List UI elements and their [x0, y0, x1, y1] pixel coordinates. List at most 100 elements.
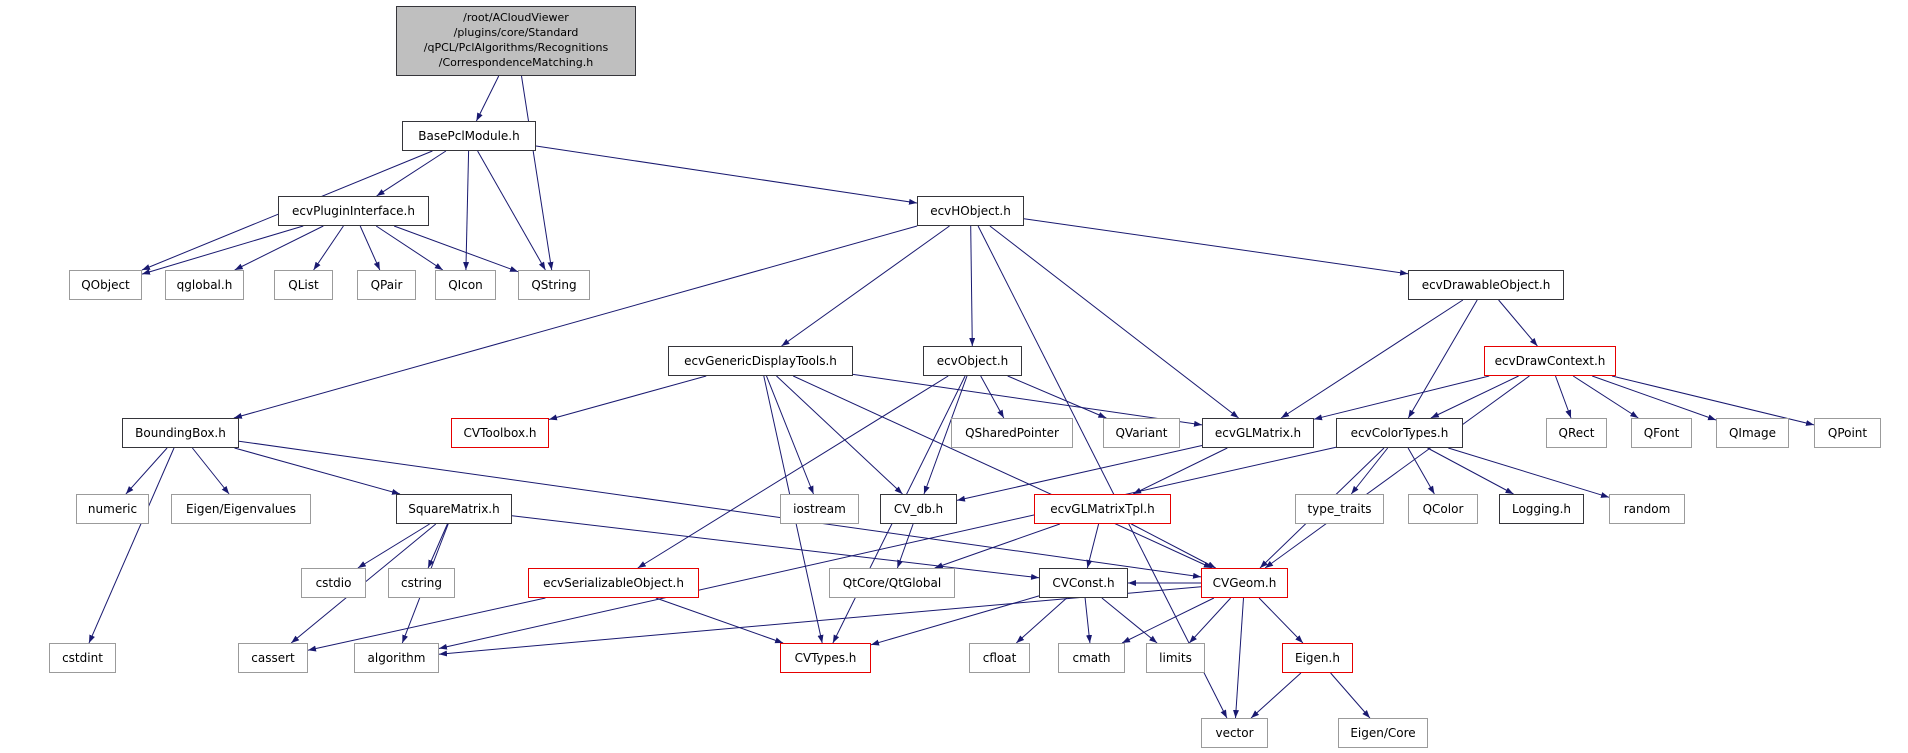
include-edge-root-basepcl [475, 75, 500, 122]
include-edge-plugin-qicon [375, 225, 444, 271]
include-edge-root-qstring [521, 75, 554, 271]
include-edge-hobject-vector [977, 225, 1228, 719]
include-edge-gendisp-iostream [766, 375, 814, 495]
include-edge-hobject-drawable [1023, 218, 1409, 276]
include-edge-ecvobject-qvariant [1007, 375, 1107, 419]
include-edge-colortypes-logging [1427, 447, 1514, 495]
include-edge-cvconst-cmath [1084, 597, 1093, 644]
node-cvdb[interactable]: CV_db.h [880, 494, 957, 524]
node-cvconst[interactable]: CVConst.h [1039, 568, 1128, 598]
include-edge-basepcl-qicon [463, 150, 470, 271]
node-qrect: QRect [1546, 418, 1607, 448]
node-iostream: iostream [780, 494, 859, 524]
include-edge-cvgeom-cmath [1121, 597, 1215, 644]
node-qpair: QPair [357, 270, 416, 300]
node-plugin[interactable]: ecvPluginInterface.h [278, 196, 429, 226]
node-sqmatrix[interactable]: SquareMatrix.h [396, 494, 512, 524]
node-logging[interactable]: Logging.h [1499, 494, 1584, 524]
include-edge-drawable-colortypes [1407, 299, 1478, 419]
node-serializable[interactable]: ecvSerializableObject.h [528, 568, 699, 598]
include-edge-drawctx-colortypes [1430, 375, 1519, 419]
node-cstring: cstring [388, 568, 455, 598]
node-glmatrix[interactable]: ecvGLMatrix.h [1202, 418, 1314, 448]
include-edge-gendisp-cvdb [776, 375, 903, 495]
node-random: random [1609, 494, 1685, 524]
include-edge-cvconst-limits [1101, 597, 1158, 644]
include-edge-eigenh-eigencore [1330, 672, 1371, 719]
include-edge-colortypes-qcolor [1407, 447, 1435, 495]
node-bbox[interactable]: BoundingBox.h [122, 418, 239, 448]
node-cvtypes[interactable]: CVTypes.h [780, 643, 871, 673]
node-qsharedptr: QSharedPointer [951, 418, 1073, 448]
include-edge-glmatrix-cvdb [956, 445, 1203, 502]
node-typetraits: type_traits [1295, 494, 1384, 524]
include-edge-cvgeom-vector [1233, 597, 1244, 719]
node-eigenh[interactable]: Eigen.h [1282, 643, 1353, 673]
include-edge-cvgeom-eigenh [1258, 597, 1304, 644]
include-edge-plugin-qpair [359, 225, 381, 271]
include-edge-cvgeom-algorithm [438, 586, 1202, 657]
include-edge-sqmatrix-cstring [427, 523, 448, 569]
include-edge-plugin-qobject [141, 225, 304, 275]
node-cstdio: cstdio [301, 568, 366, 598]
include-edge-bbox-cvgeom [238, 440, 1202, 579]
include-edge-colortypes-random [1448, 447, 1610, 498]
include-edge-bbox-eigvals [192, 447, 230, 495]
include-edge-hobject-bbox [233, 225, 918, 419]
node-root: /root/ACloudViewer /plugins/core/Standar… [396, 6, 636, 76]
include-edge-glmatrix-glmatrixtpl [1132, 447, 1228, 495]
include-edge-plugin-qlist [313, 225, 344, 271]
include-edge-hobject-glmatrix [989, 225, 1239, 419]
include-edge-ecvobject-qsharedptr [980, 375, 1005, 419]
include-edge-glmatrixtpl-qtglobal [934, 523, 1060, 569]
node-cmath: cmath [1058, 643, 1125, 673]
include-edge-drawable-glmatrix [1280, 299, 1464, 419]
node-drawable[interactable]: ecvDrawableObject.h [1408, 270, 1564, 300]
include-edge-bbox-numeric [125, 447, 168, 495]
include-edge-sqmatrix-cstdio [357, 523, 430, 569]
include-edge-drawctx-qfont [1572, 375, 1639, 419]
include-edge-drawable-drawctx [1498, 299, 1538, 347]
include-edge-serializable-cvtypes [655, 597, 784, 644]
node-cfloat: cfloat [969, 643, 1030, 673]
node-drawctx[interactable]: ecvDrawContext.h [1484, 346, 1616, 376]
include-edge-basepcl-plugin [376, 150, 447, 197]
include-edge-gendisp-cvgeom [792, 375, 1213, 569]
node-glmatrixtpl[interactable]: ecvGLMatrixTpl.h [1034, 494, 1171, 524]
node-qfont: QFont [1631, 418, 1692, 448]
include-edge-gendisp-cvtoolbox [548, 375, 707, 421]
node-algorithm: algorithm [354, 643, 439, 673]
include-edge-ecvobject-serializable [637, 375, 949, 569]
include-edge-cvconst-cfloat [1015, 597, 1068, 644]
include-edge-drawctx-qrect [1555, 375, 1572, 419]
include-edge-hobject-gendisp [781, 225, 950, 347]
include-edge-hobject-ecvobject [969, 225, 976, 347]
node-cstdint: cstdint [49, 643, 116, 673]
node-gendisp[interactable]: ecvGenericDisplayTools.h [668, 346, 853, 376]
include-edge-basepcl-hobject [535, 145, 918, 205]
include-edge-plugin-qglobal [234, 225, 324, 271]
node-ecvobject[interactable]: ecvObject.h [923, 346, 1022, 376]
node-qvariant: QVariant [1103, 418, 1180, 448]
include-edge-drawctx-glmatrix [1313, 375, 1490, 421]
node-qpoint: QPoint [1814, 418, 1881, 448]
node-qcolor: QColor [1408, 494, 1478, 524]
node-qimage: QImage [1716, 418, 1789, 448]
node-limits: limits [1146, 643, 1205, 673]
include-edge-drawctx-qimage [1592, 375, 1717, 421]
node-cvtoolbox[interactable]: CVToolbox.h [451, 418, 549, 448]
include-edge-colortypes-typetraits [1350, 447, 1389, 495]
node-cvgeom[interactable]: CVGeom.h [1201, 568, 1288, 598]
node-basepcl[interactable]: BasePclModule.h [402, 121, 536, 151]
include-edge-serializable-cassert [307, 597, 546, 652]
include-edge-bbox-sqmatrix [234, 447, 401, 495]
include-edge-glmatrixtpl-cvconst [1086, 523, 1100, 569]
node-colortypes[interactable]: ecvColorTypes.h [1336, 418, 1463, 448]
node-qobject: QObject [69, 270, 142, 300]
include-edge-colortypes-algorithm [438, 446, 1337, 650]
include-edge-cvgeom-limits [1188, 597, 1232, 644]
node-qtglobal: QtCore/QtGlobal [829, 568, 955, 598]
node-qglobal: qglobal.h [165, 270, 244, 300]
node-hobject[interactable]: ecvHObject.h [917, 196, 1024, 226]
